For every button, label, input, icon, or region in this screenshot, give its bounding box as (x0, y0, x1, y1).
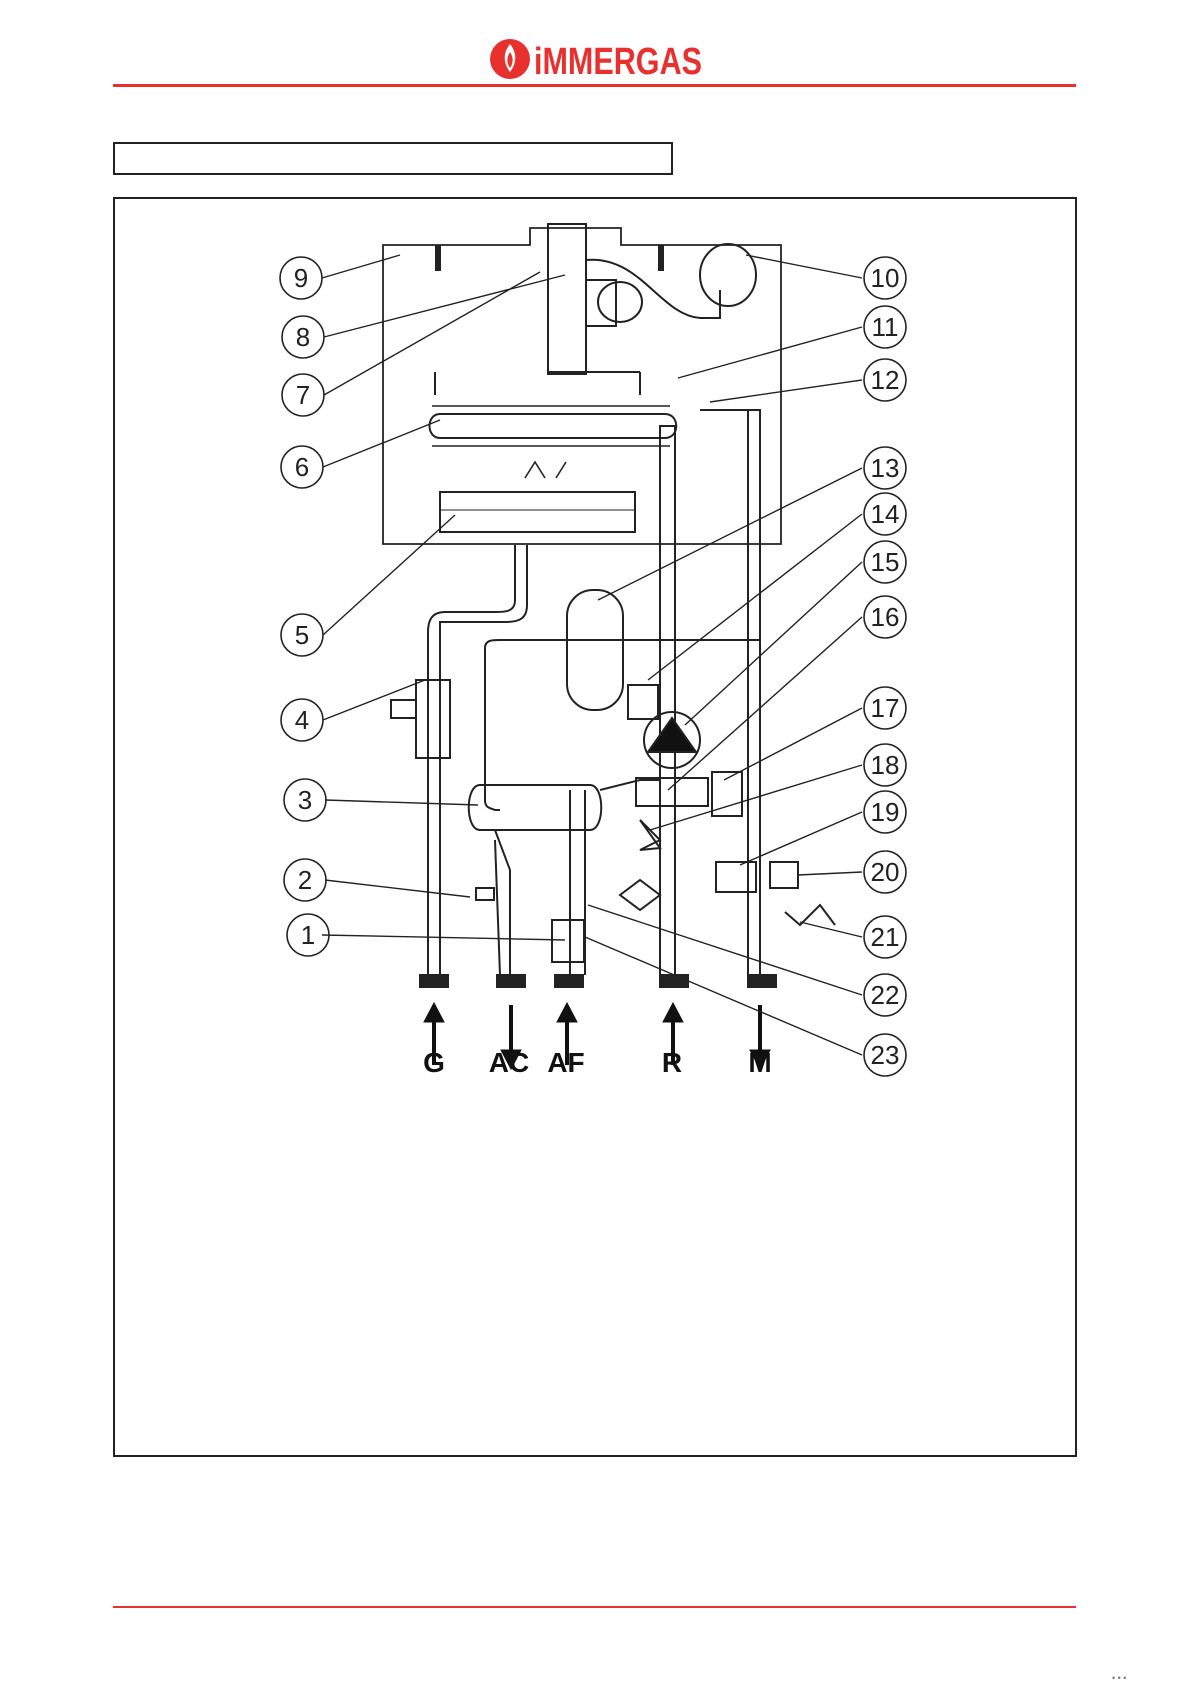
callout-14: 14 (871, 499, 900, 529)
callout-21: 21 (871, 922, 900, 952)
callout-13: 13 (871, 453, 900, 483)
dhw-probe (476, 888, 494, 900)
flow-arrows (424, 1003, 770, 1069)
drain-cock (770, 862, 798, 888)
heat-exchanger-fins (432, 406, 670, 446)
callout-11: 11 (872, 312, 899, 342)
callout-17: 17 (871, 693, 900, 723)
casing-outline (383, 228, 781, 544)
electrodes (525, 462, 566, 478)
air-vessel (700, 244, 756, 306)
callout-7: 7 (296, 380, 310, 410)
callout-12: 12 (871, 365, 900, 395)
callout-4: 4 (295, 705, 309, 735)
filling-tap (620, 880, 660, 910)
callout-18: 18 (871, 750, 900, 780)
callout-2: 2 (298, 865, 312, 895)
gas-valve (416, 680, 450, 758)
connection-label-r: R (662, 1047, 682, 1078)
primary-exchanger-tube (430, 414, 677, 438)
callout-1: 1 (301, 920, 315, 950)
callout-3: 3 (298, 785, 312, 815)
air-vent (628, 685, 658, 719)
bottom-fittings (420, 975, 776, 987)
footer-mark: • • • (1112, 1673, 1126, 1683)
callout-15: 15 (871, 547, 900, 577)
connection-label-af: AF (547, 1047, 584, 1078)
connection-label-g: G (423, 1047, 445, 1078)
fan-motor (598, 282, 642, 322)
callout-23: 23 (871, 1040, 900, 1070)
callout-19: 19 (871, 797, 900, 827)
flue-duct (548, 224, 586, 374)
callout-8: 8 (296, 322, 310, 352)
callout-6: 6 (295, 452, 309, 482)
pump-arrow (648, 718, 696, 752)
flow-switch (552, 920, 584, 962)
pressure-switch (716, 862, 756, 892)
callouts-left (280, 257, 329, 956)
callout-10: 10 (871, 263, 900, 293)
footer-rule (113, 1606, 1076, 1608)
diverter-valve (636, 778, 708, 806)
expansion-vessel (567, 590, 623, 710)
pipes (428, 410, 760, 975)
bypass-valve (640, 820, 660, 850)
side-panel-right (659, 246, 663, 270)
callout-5: 5 (295, 620, 309, 650)
callout-22: 22 (871, 980, 900, 1010)
hood (435, 372, 640, 395)
burner (440, 492, 635, 532)
side-panel-left (436, 246, 440, 270)
callout-9: 9 (294, 263, 308, 293)
callout-16: 16 (871, 602, 900, 632)
connection-label-ac: AC (489, 1047, 529, 1078)
callout-20: 20 (871, 857, 900, 887)
connection-label-m: M (748, 1047, 771, 1078)
gas-valve-coil (391, 700, 416, 718)
fan-body (586, 280, 616, 326)
safety-valve (785, 905, 835, 925)
